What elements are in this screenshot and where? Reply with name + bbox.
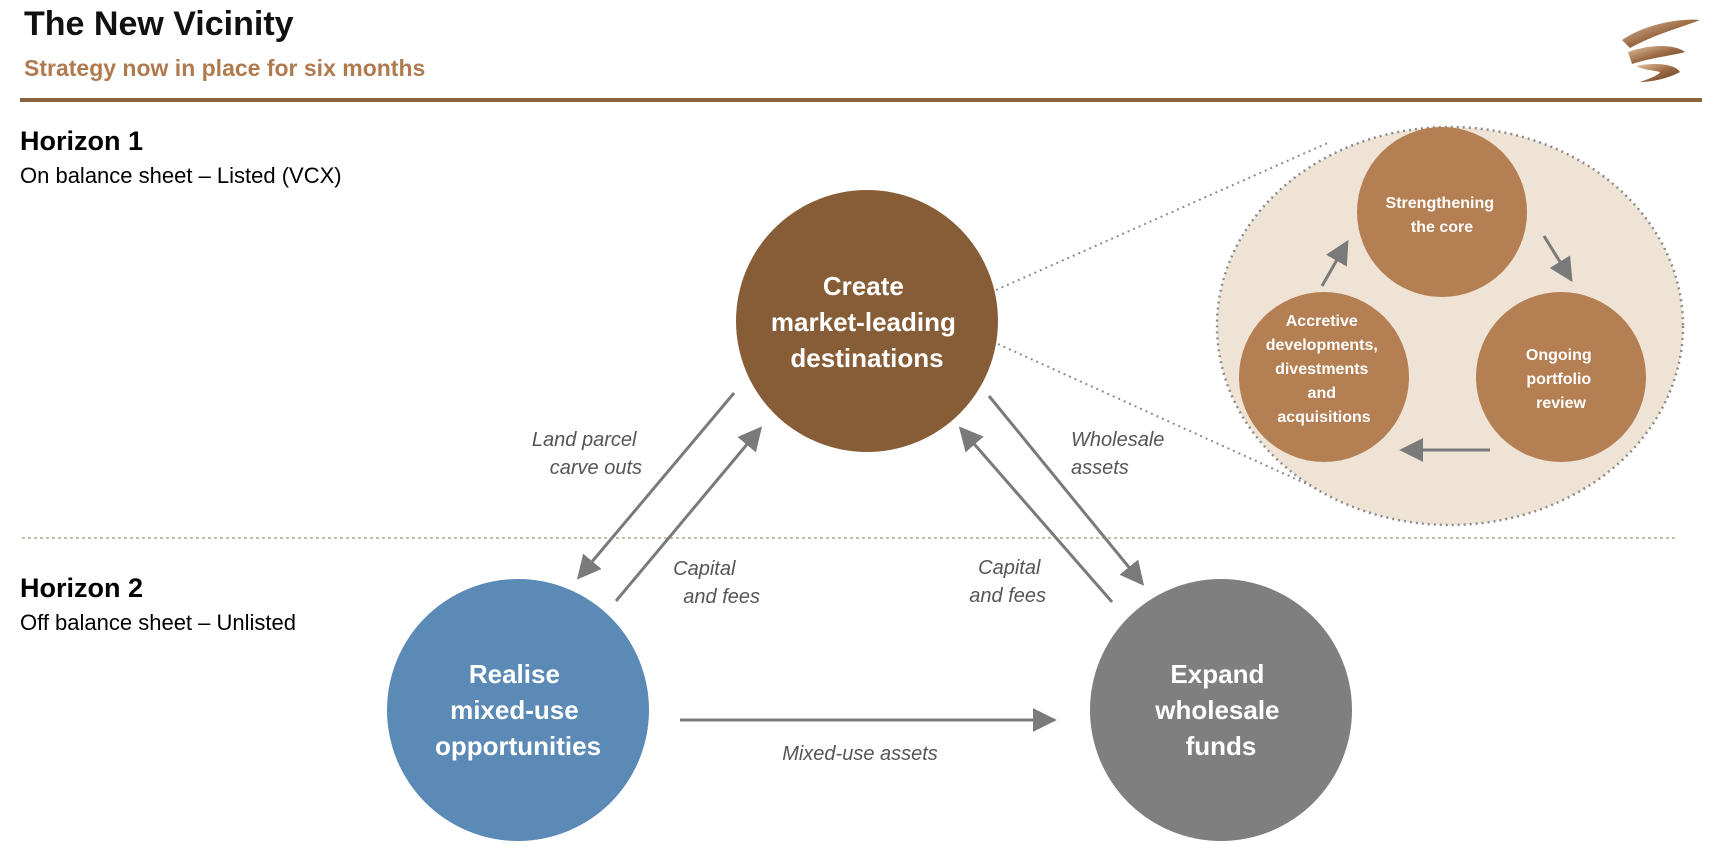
land-parcel-arrow — [576, 392, 736, 580]
wholesale-assets-arrow — [987, 395, 1145, 586]
strengthening-core-label: Strengthening the core — [1386, 195, 1499, 236]
realise-mixed-use-label: Realise mixed-use opportunities — [435, 659, 601, 761]
capital-fees-right-label: Capital and fees — [969, 557, 1046, 607]
horizon-1-subtitle: On balance sheet – Listed (VCX) — [20, 163, 342, 188]
horizon-2-title: Horizon 2 — [20, 573, 143, 603]
land-parcel-label: Land parcel carve outs — [532, 429, 642, 479]
mixed-use-assets-label: Mixed-use assets — [782, 743, 938, 765]
capital-fees-left-label: Capital and fees — [673, 558, 760, 608]
zoom-line-bottom — [997, 343, 1321, 491]
strengthening-core-circle — [1357, 127, 1527, 297]
header-rule — [20, 98, 1702, 102]
zoom-line-top — [995, 141, 1331, 291]
ongoing-review-label: Ongoing portfolio review — [1526, 347, 1596, 412]
page-subtitle: Strategy now in place for six months — [24, 55, 425, 81]
horizon-2-subtitle: Off balance sheet – Unlisted — [20, 610, 296, 635]
ongoing-review-circle — [1476, 292, 1646, 462]
create-destinations-node — [736, 190, 998, 452]
cycle-arrow-up — [1320, 239, 1349, 287]
cycle-arrow-down — [1542, 235, 1573, 283]
capital-fees-left-arrow — [614, 426, 763, 602]
create-destinations-label: Create market-leading destinations — [771, 271, 963, 373]
capital-fees-right-arrow — [958, 426, 1114, 603]
realise-mixed-use-node — [387, 579, 649, 841]
vicinity-logo-icon — [1622, 19, 1700, 82]
horizon-1-title: Horizon 1 — [20, 126, 143, 156]
expand-wholesale-node — [1090, 579, 1352, 841]
accretive-circle — [1239, 292, 1409, 462]
page-title: The New Vicinity — [24, 5, 294, 43]
accretive-label: Accretive developments, divestments and … — [1266, 313, 1382, 426]
wholesale-assets-label: Wholesale assets — [1071, 429, 1170, 479]
expand-wholesale-label: Expand wholesale funds — [1154, 659, 1287, 761]
